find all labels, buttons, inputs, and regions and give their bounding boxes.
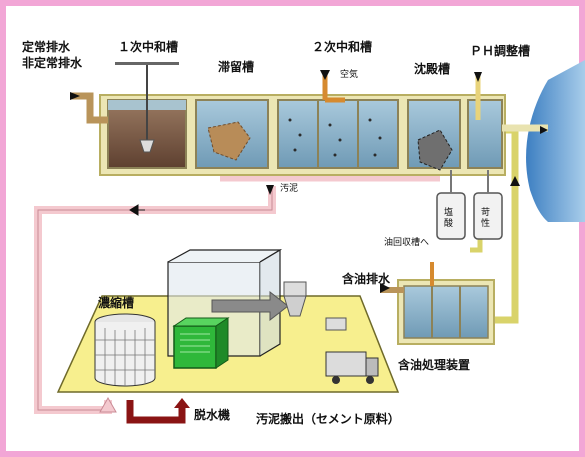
flow-arrows <box>70 70 548 293</box>
tank-stagnant <box>195 99 269 169</box>
label-dehydrator: 脱水機 <box>194 408 231 422</box>
sludge-hopper <box>283 281 347 331</box>
label-hydrochloric-acid: 塩酸 <box>444 208 454 229</box>
label-sludge: 汚泥 <box>280 184 299 194</box>
label-oily-wastewater: 含油排水 <box>342 272 391 286</box>
label-thickener: 濃縮槽 <box>98 296 135 310</box>
label-stagnant-tank: 滞留槽 <box>218 60 255 74</box>
label-settling-tank: 沈殿槽 <box>414 62 451 76</box>
label-oil-treatment-device: 含油処理装置 <box>398 358 471 372</box>
conveyor-arrow <box>211 290 289 322</box>
tank-primary-neutralization <box>107 62 187 169</box>
label-to-oil-recovery: 油回収槽へ <box>384 238 430 248</box>
oil-treatment-device <box>380 262 495 345</box>
label-primary-neutralization: １次中和槽 <box>118 40 179 54</box>
river <box>526 60 585 222</box>
label-air: 空気 <box>340 70 359 80</box>
label-ph-adjustment: ＰＨ調整槽 <box>470 44 531 58</box>
truck-icon <box>325 351 379 384</box>
label-regular-drainage: 定常排水 <box>22 40 71 54</box>
dehydrator-machine <box>172 317 230 369</box>
label-sludge-export: 汚泥搬出（セメント原料） <box>256 412 400 426</box>
tank-secondary-neutralization <box>277 70 399 169</box>
thickener-drum <box>94 313 156 387</box>
dehydrator-flow-arrow <box>126 400 186 424</box>
chemical-tanks <box>436 170 503 240</box>
tank-ph-adjust <box>467 72 503 169</box>
label-caustic: 苛性 <box>481 208 491 229</box>
label-irregular-drainage: 非定常排水 <box>22 56 83 70</box>
label-secondary-neutralization: ２次中和槽 <box>312 40 373 54</box>
tank-settling <box>407 99 461 171</box>
